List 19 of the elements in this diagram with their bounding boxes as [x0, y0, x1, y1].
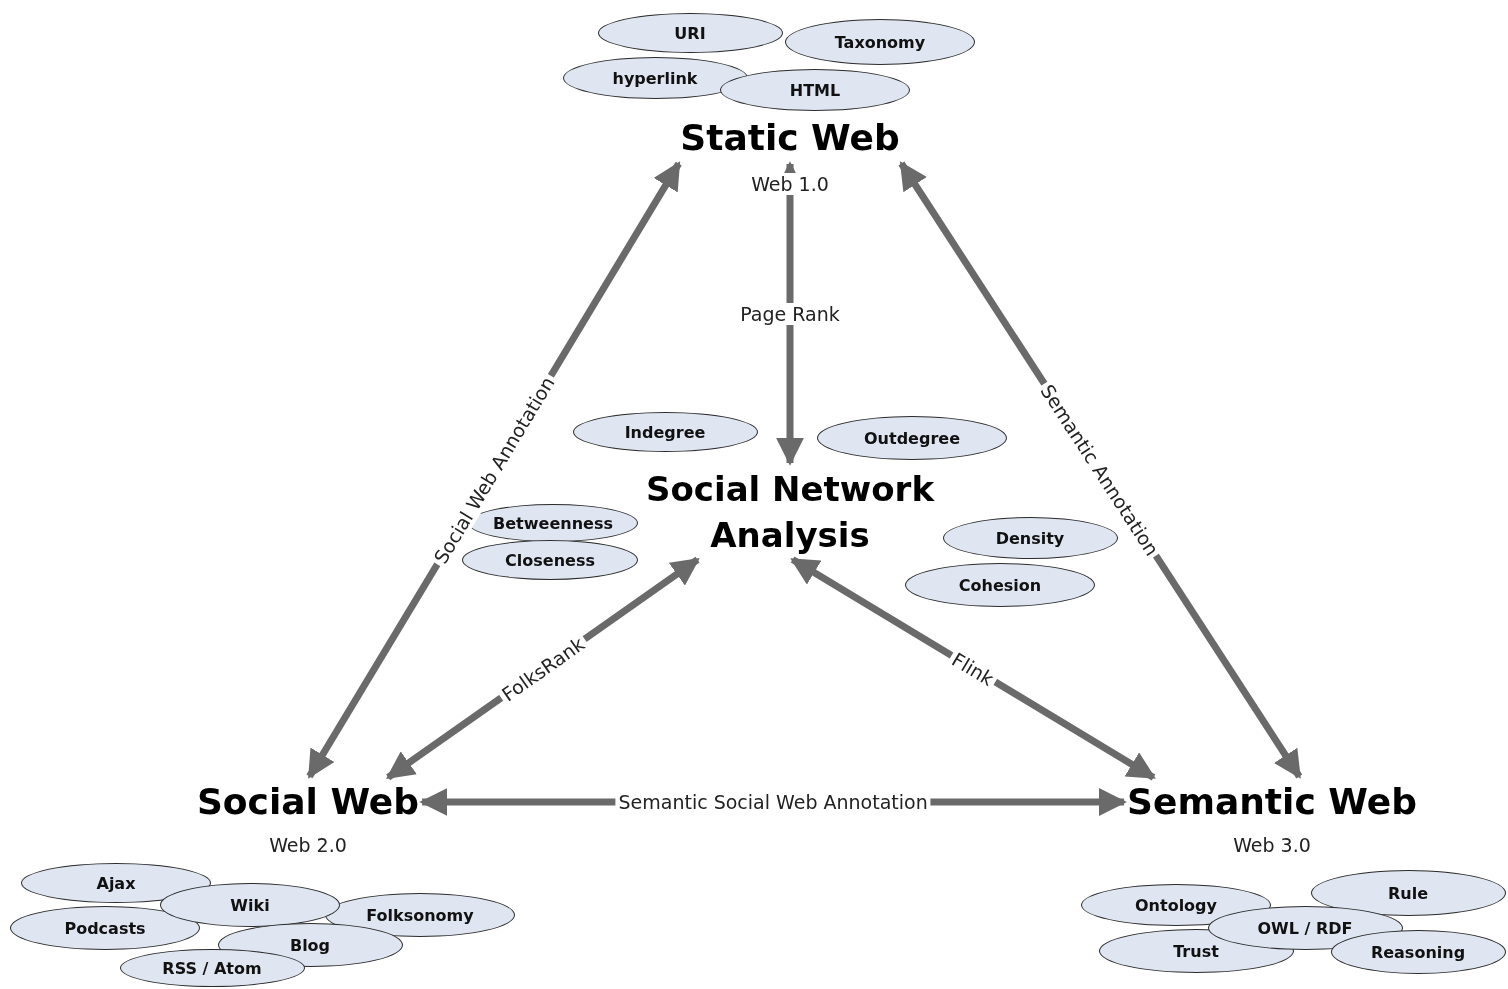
concept-ellipse: hyperlink — [562, 57, 748, 99]
concept-ellipse: Ajax — [21, 863, 211, 903]
concept-ellipse: Closeness — [462, 540, 638, 580]
heading-text: Static Web — [680, 115, 900, 161]
heading-text: Social Web — [196, 779, 420, 825]
concept-ellipse: Folksonomy — [325, 893, 515, 937]
concept-ellipse: Podcasts — [10, 906, 200, 950]
double-arrow — [776, 161, 804, 466]
concept-ellipse: Taxonomy — [785, 19, 975, 65]
concept-ellipse: URI — [597, 13, 783, 53]
concept-ellipse: Indegree — [572, 412, 758, 452]
double-arrow — [790, 556, 1156, 781]
concept-ellipse: Density — [942, 517, 1118, 559]
concept-ellipse: HTML — [720, 69, 910, 111]
concept-ellipse: Rule — [1310, 870, 1506, 916]
concept-ellipse: Outdegree — [817, 416, 1007, 460]
heading-text: Social Network Analysis — [640, 466, 940, 558]
heading-text: Semantic Web — [1127, 779, 1417, 825]
concept-ellipse: Cohesion — [905, 563, 1095, 607]
